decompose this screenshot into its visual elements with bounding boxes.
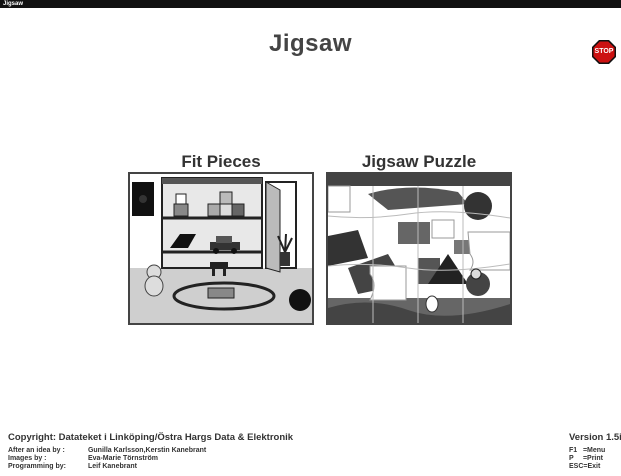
fit-pieces-label: Fit Pieces <box>181 152 261 171</box>
copyright-text: Copyright: Datateket i Linköping/Östra H… <box>8 432 294 443</box>
fit-pieces-option[interactable]: Fit Pieces <box>128 152 314 325</box>
key-action: =Print <box>582 455 603 462</box>
jigsaw-puzzle-illustration <box>328 174 510 323</box>
fit-pieces-illustration <box>130 174 312 323</box>
credit-value: Gunilla Karlsson,Kerstin Kanebrant <box>87 447 207 454</box>
credit-row: After an idea by : Gunilla Karlsson,Kers… <box>8 447 293 455</box>
credit-key: After an idea by : <box>8 447 65 454</box>
credit-value: Eva-Marie Törnström <box>87 455 158 462</box>
credit-value: Leif Kanebrant <box>87 463 137 470</box>
key-name: F1 <box>569 447 578 454</box>
window-title: Jigsaw <box>3 1 24 7</box>
window-title-bar: Jigsaw <box>0 0 621 8</box>
key-row: P =Print <box>569 455 621 463</box>
key-row: ESC=Exit <box>569 463 621 471</box>
key-name: ESC <box>569 463 584 470</box>
credit-row: Programming by: Leif Kanebrant <box>8 463 293 471</box>
page-title: Jigsaw <box>268 30 353 57</box>
stop-button[interactable]: STOP <box>592 40 616 64</box>
stop-label: STOP <box>594 48 614 55</box>
credit-row: Images by : Eva-Marie Törnström <box>8 455 293 463</box>
credit-key: Programming by: <box>8 463 66 470</box>
version-panel: Version 1.5i F1 =Menu P =Print ESC=Exit <box>569 432 621 471</box>
key-help: F1 =Menu P =Print ESC=Exit <box>569 447 621 471</box>
key-action: =Exit <box>583 463 601 470</box>
key-name: P <box>569 455 574 462</box>
stop-sign-icon <box>592 40 616 64</box>
jigsaw-puzzle-image[interactable] <box>326 172 512 325</box>
credits-footer: Copyright: Datateket i Linköping/Östra H… <box>8 432 293 471</box>
credits-list: After an idea by : Gunilla Karlsson,Kers… <box>8 447 293 471</box>
fit-pieces-image[interactable] <box>128 172 314 325</box>
version-text: Version 1.5i <box>569 432 621 443</box>
jigsaw-puzzle-label: Jigsaw Puzzle <box>361 152 477 171</box>
jigsaw-puzzle-option[interactable]: Jigsaw Puzzle <box>326 152 512 325</box>
key-action: =Menu <box>582 447 606 454</box>
credit-key: Images by : <box>8 455 47 462</box>
key-row: F1 =Menu <box>569 447 621 455</box>
